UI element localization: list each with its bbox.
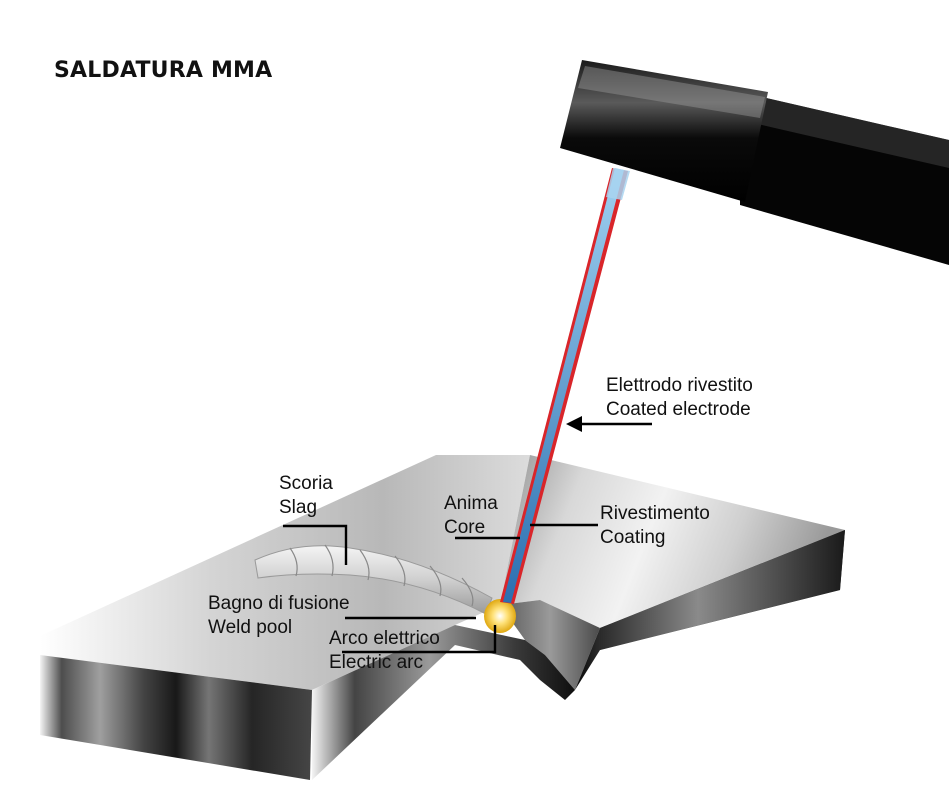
right-side-face: [600, 530, 845, 650]
label-coated-electrode-it: Elettrodo rivestito: [606, 375, 753, 396]
label-coated-electrode-en: Coated electrode: [606, 399, 751, 420]
diagram-title: SALDATURA MMA: [54, 58, 273, 83]
label-slag: Scoria Slag: [279, 472, 333, 520]
leader-lines: [283, 422, 652, 654]
label-coating-en: Coating: [600, 527, 666, 548]
label-weld-pool-en: Weld pool: [208, 617, 293, 638]
label-core-en: Core: [444, 517, 486, 538]
label-core-it: Anima: [444, 493, 498, 514]
label-weld-pool-it: Bagno di fusione: [208, 593, 350, 614]
label-electric-arc: Arco elettrico Electric arc: [329, 627, 440, 675]
label-slag-it: Scoria: [279, 473, 333, 494]
electric-arc-leader: [342, 625, 497, 654]
label-electric-arc-it: Arco elettrico: [329, 628, 440, 649]
label-electric-arc-en: Electric arc: [329, 652, 423, 673]
front-face: [40, 655, 312, 780]
label-weld-pool: Bagno di fusione Weld pool: [208, 592, 350, 640]
electric-arc-glow: [484, 599, 516, 633]
label-slag-en: Slag: [279, 497, 318, 518]
weld-bead: [254, 544, 493, 615]
label-core: Anima Core: [444, 492, 498, 540]
weld-groove: [500, 600, 600, 690]
right-plate-top: [500, 455, 845, 628]
coated-electrode: [500, 168, 630, 604]
electrode-arrow-head: [566, 416, 582, 432]
electrode-holder: [560, 60, 949, 265]
slag-leader: [283, 524, 348, 565]
label-coating: Rivestimento Coating: [600, 502, 710, 550]
label-coated-electrode: Elettrodo rivestito Coated electrode: [606, 374, 753, 422]
label-coating-it: Rivestimento: [600, 503, 710, 524]
